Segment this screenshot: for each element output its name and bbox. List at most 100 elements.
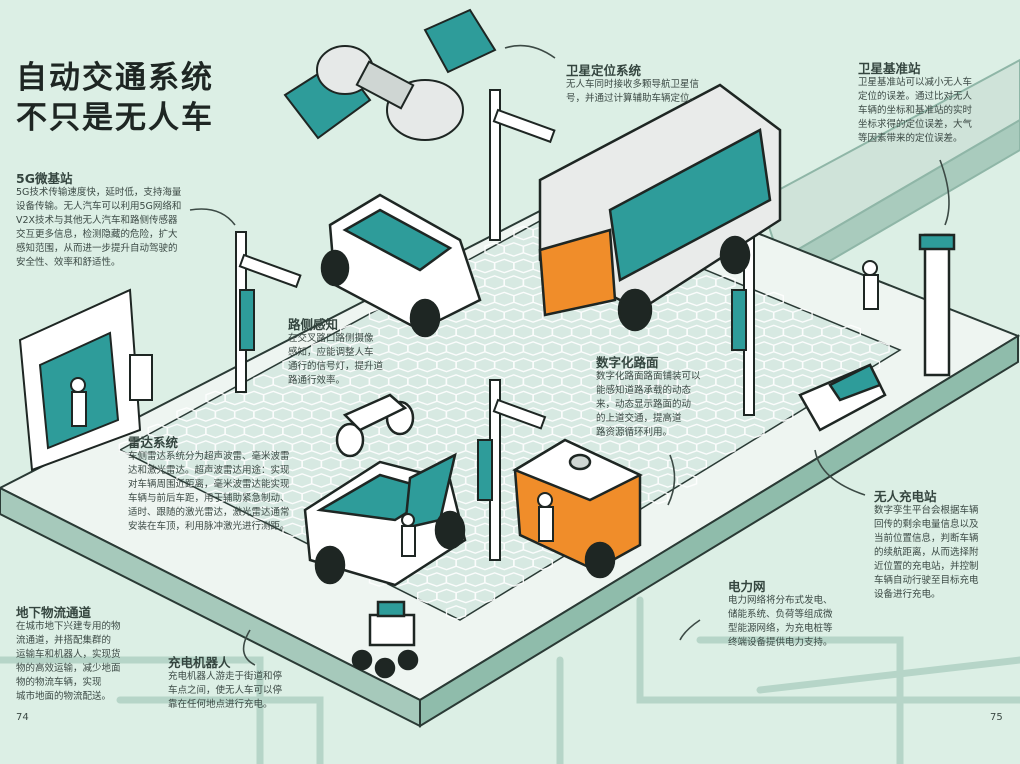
heading-power-grid: 电力网 xyxy=(728,579,766,594)
line: 来，动态显示路面的动 xyxy=(596,399,692,410)
line: 对车辆周围近距离，毫米波雷达能实现 xyxy=(128,479,290,490)
text-power-grid: 电力网络将分布式发电、储能系统、负荷等组成微型能源网络，为充电桩等终端设备提供电… xyxy=(728,594,833,650)
line: 运输车和机器人，实现货 xyxy=(16,649,121,660)
text-charging-station: 数字孪生平台会根据车辆回传的剩余电量信息以及当前位置信息，判断车辆的续航距离，从… xyxy=(874,504,979,602)
line: 城市地面的物流配送。 xyxy=(16,691,112,702)
hex-tile xyxy=(503,572,524,587)
line: 回传的剩余电量信息以及 xyxy=(874,519,979,530)
text-base-station: 卫星基准站可以减小无人车定位的误差。通过比对无人车辆的坐标和基准站的实时坐标求得… xyxy=(858,76,972,146)
hex-tile xyxy=(840,324,861,340)
line: 路通行效率。 xyxy=(288,375,346,386)
page-number-left: 74 xyxy=(16,712,29,723)
line: 当前位置信息，判断车辆 xyxy=(874,533,979,544)
line: 靠在任何地点进行充电。 xyxy=(168,699,273,710)
line: 无人车同时接收多颗导航卫星信 xyxy=(566,79,700,90)
line: 车辆自动行驶至目标充电 xyxy=(874,575,979,586)
line: 等因素带来的定位误差。 xyxy=(858,133,963,144)
text-radar: 车侧雷达系统分为超声波雷、毫米波雷达和激光雷达。超声波雷达用途：实现对车辆周围近… xyxy=(128,450,290,534)
heading-base-station: 卫星基准站 xyxy=(858,61,921,76)
heading-underground: 地下物流通道 xyxy=(16,605,92,620)
hex-tile xyxy=(792,308,813,323)
heading-charging-station: 无人充电站 xyxy=(874,489,937,504)
line: 车辆的坐标和基准站的实时 xyxy=(858,105,973,116)
line: 储能系统、负荷等组成微 xyxy=(728,609,833,620)
line: 物的高效运输，减少地面 xyxy=(16,663,121,674)
line: 设备传输。无人汽车可以利用5G网络和 xyxy=(16,201,182,212)
line: 充电机器人游走于街道和停 xyxy=(168,671,283,682)
line: 的续航距离，从而选择附 xyxy=(874,547,979,558)
base-station-antenna xyxy=(918,233,956,377)
line: 物的物流车辆，实现 xyxy=(16,677,102,688)
line: 安全性、效率和舒适性。 xyxy=(16,257,121,268)
text-5g: 5G技术传输速度快，延时低，支持海量设备传输。无人汽车可以利用5G网络和 V2X技… xyxy=(16,186,181,270)
line: 感知，应能调整人车 xyxy=(288,347,374,358)
line: 适时、跟随的激光雷达，激光雷达通常 xyxy=(128,507,290,518)
line: 路资源循环利用。 xyxy=(596,427,673,438)
heading-5g: 5G微基站 xyxy=(16,171,73,186)
heading-charging-robot: 充电机器人 xyxy=(168,655,231,670)
line: V2X技术与其他无人汽车和路侧传感器 xyxy=(16,215,178,226)
text-digital-road: 数字化路面路面铺装可以能感知道路承载的动态来，动态显示路面的动的上道交通，提高道… xyxy=(596,370,701,440)
line: 卫星基准站可以减小无人车 xyxy=(858,77,973,88)
hex-tile xyxy=(648,489,669,505)
text-charging-robot: 充电机器人游走于街道和停车点之间，使无人车可以停靠在任何地点进行充电。 xyxy=(168,670,282,712)
heading-digital-road: 数字化路面 xyxy=(596,355,659,370)
line: 车点之间，使无人车可以停 xyxy=(168,685,283,696)
charging-station xyxy=(798,363,887,432)
delivery-van xyxy=(303,452,467,587)
hex-tile xyxy=(715,440,736,455)
hex-tile xyxy=(532,555,553,571)
line: 感知范围，从而进一步提升自动驾驶的 xyxy=(16,243,178,254)
line: 号，并通过计算辅助车辆定位。 xyxy=(566,93,700,104)
line: 坐标求得的定位误差，大气 xyxy=(858,119,973,130)
underground-pipes xyxy=(0,596,1020,764)
hex-tile xyxy=(474,588,496,604)
street-lamps xyxy=(235,89,755,561)
text-roadside: 在交叉路口路侧摄像感知，应能调整人车通行的信号灯，提升道路通行效率。 xyxy=(288,332,383,388)
text-satellite: 无人车同时接收多颗导航卫星信号，并通过计算辅助车辆定位。 xyxy=(566,78,699,106)
line: 的上道交通，提高道 xyxy=(596,413,682,424)
hex-tile xyxy=(686,456,707,472)
line: 数字化路面路面铺装可以 xyxy=(596,371,701,382)
line: 能感知道路承载的动态 xyxy=(596,385,692,396)
hex-tile xyxy=(763,291,784,307)
line: 达和激光雷达。超声波雷达用途：实现 xyxy=(128,465,290,476)
line: 定位的误差。通过比对无人 xyxy=(858,91,973,102)
line: 通行的信号灯，提升道 xyxy=(288,361,384,372)
annotation-arrows xyxy=(189,44,950,666)
hex-tile xyxy=(744,423,765,439)
people xyxy=(70,260,879,557)
heading-satellite: 卫星定位系统 xyxy=(566,63,642,78)
heading-radar: 雷达系统 xyxy=(128,435,179,450)
line: 终端设备提供电力支持。 xyxy=(728,637,833,648)
line: 交互更多信息，检测隐藏的危险，扩大 xyxy=(16,229,178,240)
hex-tile xyxy=(869,341,890,356)
title-line-2: 不只是无人车 xyxy=(16,100,214,136)
line: 在交叉路口路侧摄像 xyxy=(288,333,374,344)
large-bus xyxy=(538,83,782,332)
title-line-1: 自动交通系统 xyxy=(16,60,214,96)
line: 数字孪生平台会根据车辆 xyxy=(874,505,979,516)
heading-roadside: 路侧感知 xyxy=(288,317,339,332)
small-shuttle xyxy=(320,193,482,338)
hex-tile xyxy=(445,605,467,620)
line: 电力网络将分布式发电、 xyxy=(728,595,833,606)
page-number-right: 75 xyxy=(990,712,1003,723)
line: 车辆与前后车距，用于辅助紧急制动、 xyxy=(128,493,290,504)
line: 近位置的充电站，并控制 xyxy=(874,561,979,572)
platform xyxy=(0,173,1020,728)
motorcycle xyxy=(335,393,415,458)
hex-tile xyxy=(676,473,698,488)
satellite-icon xyxy=(283,8,497,141)
line: 型能源网络，为充电桩等 xyxy=(728,623,833,634)
hex-tile xyxy=(773,407,794,422)
kiosk xyxy=(129,354,153,401)
line: 5G技术传输速度快，延时低，支持海量 xyxy=(16,187,182,198)
page-title: 自动交通系统 不只是无人车 xyxy=(16,58,214,138)
hex-tile xyxy=(715,275,736,290)
line: 设备进行充电。 xyxy=(874,589,941,600)
line: 车侧雷达系统分为超声波雷、毫米波雷 xyxy=(128,451,290,462)
line: 在城市地下兴建专用的物 xyxy=(16,621,121,632)
